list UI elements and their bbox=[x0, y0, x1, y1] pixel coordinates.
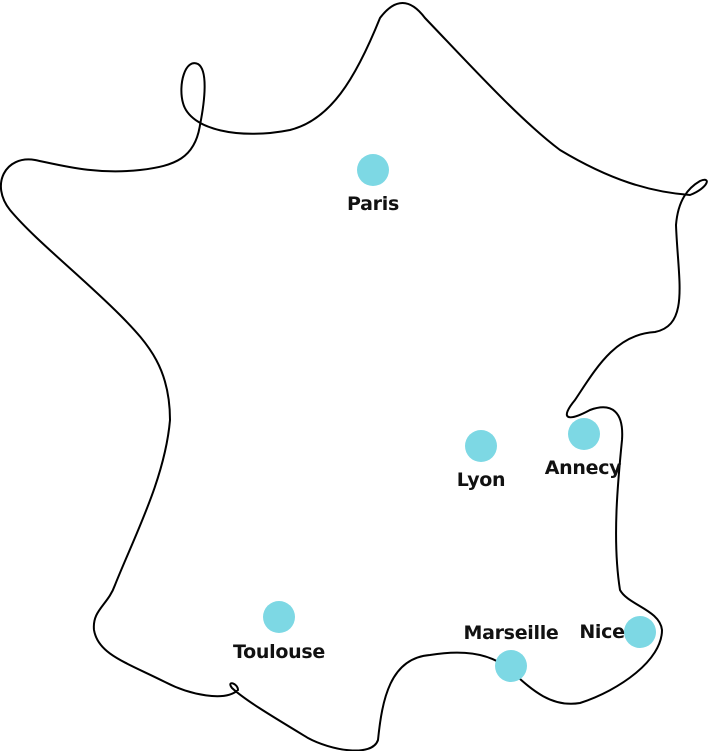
city-marker-marseille bbox=[495, 650, 527, 682]
city-marker-lyon bbox=[465, 430, 497, 462]
city-marker-paris bbox=[357, 154, 389, 186]
city-label-marseille: Marseille bbox=[463, 622, 558, 644]
city-marker-toulouse bbox=[263, 601, 295, 633]
city-marker-nice bbox=[624, 616, 656, 648]
city-label-paris: Paris bbox=[347, 193, 399, 215]
city-label-annecy: Annecy bbox=[545, 457, 622, 479]
city-marker-annecy bbox=[568, 418, 600, 450]
city-label-nice: Nice bbox=[579, 621, 624, 643]
city-label-lyon: Lyon bbox=[457, 469, 506, 491]
city-label-toulouse: Toulouse bbox=[233, 641, 325, 663]
